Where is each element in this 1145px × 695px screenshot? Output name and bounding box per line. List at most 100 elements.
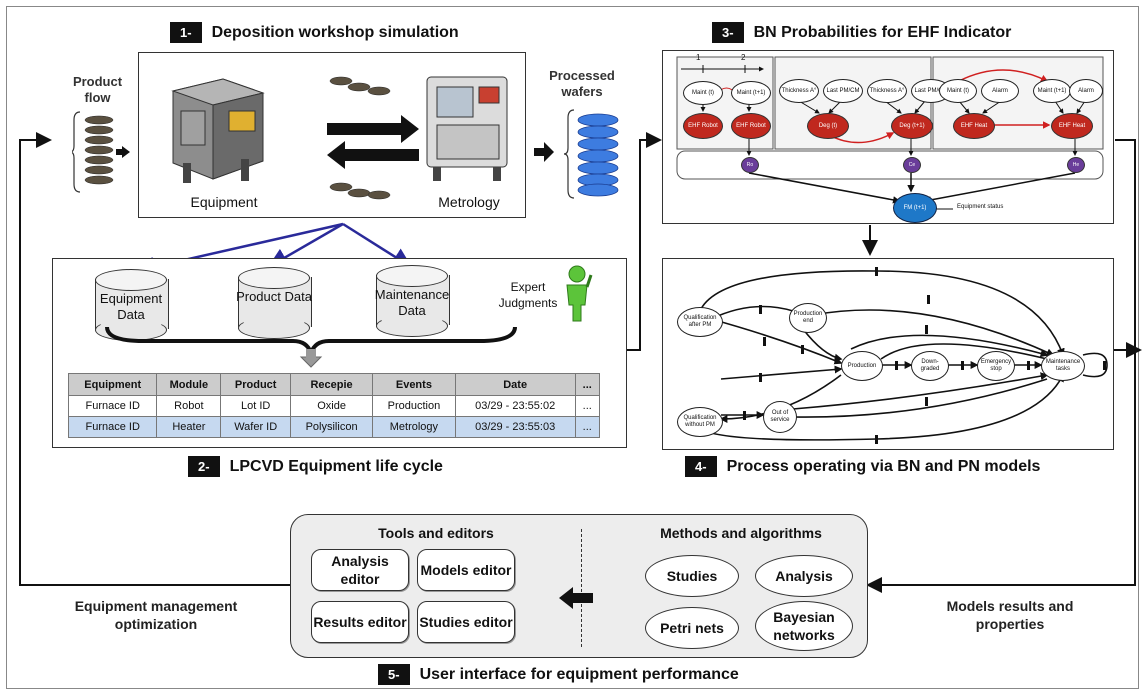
equipment-label: Equipment [190,194,258,210]
bn-node-ehf-heat-t1: EHF Heat [1051,113,1093,139]
merge-brace-icon [105,326,517,368]
table-cell: Polysilicon [290,416,374,438]
pn-place-emergency: Emergency stop [977,351,1015,381]
col-product: Product [220,373,292,396]
col-equipment: Equipment [67,373,158,396]
table-cell: Production [372,395,456,417]
table-cell: Metrology [372,416,456,438]
pn-place-prod-end: Production end [789,303,827,333]
models-editor-button[interactable]: Models editor [417,549,515,591]
slice-1-label: 1 [696,53,701,62]
methods-title: Methods and algorithms [660,525,822,541]
step-5-heading: 5- User interface for equipment performa… [378,664,739,685]
step-5-number: 5- [378,664,410,685]
step-2-heading: 2- LPCVD Equipment life cycle [188,456,443,477]
bn-node-thickness-t: Thickness A° [779,79,819,103]
exchange-arrows-icon [327,76,419,200]
panel-divider [581,529,582,647]
bn-node-maint-heater-t1: Maint (t+1) [1033,79,1071,103]
maintenance-data-db: Maintenance Data [375,265,450,337]
bayesian-networks-method[interactable]: Bayesian networks [755,601,853,651]
col-recepie: Recepie [290,373,374,396]
equipment-status-label: Equipment status [957,204,1004,210]
tools-title: Tools and editors [378,525,494,541]
bn-node-ehf-heat-t: EHF Heat [953,113,995,139]
right-loop-label: Models results and properties [946,598,1074,632]
metrology-label: Metrology [438,194,500,210]
lifecycle-box: Equipment Data Product Data Maintenance … [52,258,627,448]
bn-node-ce: Ce [903,157,921,173]
step-3-number: 3- [712,22,744,43]
processed-wafers-icon [563,109,619,199]
studies-method[interactable]: Studies [645,555,739,597]
table-row: Furnace ID Robot Lot ID Oxide Production… [67,395,601,417]
col-date: Date [454,373,576,396]
pn-box: Qualification after PM Production end Pr… [662,258,1114,450]
table-cell: ... [574,416,601,438]
product-data-label: Product Data [236,289,312,304]
table-cell: Heater [156,416,222,438]
pn-place-qual-after: Qualification after PM [677,307,723,337]
analysis-editor-button[interactable]: Analysis editor [311,549,409,591]
expert-person-icon [566,265,593,322]
step-2-title: LPCVD Equipment life cycle [229,457,443,475]
bn-node-thickness-t1: Thickness A° [867,79,907,103]
wafer-stack-input-icon [72,111,130,193]
table-cell: Lot ID [220,395,292,417]
table-cell: Robot [156,395,222,417]
step-1-heading: 1- Deposition workshop simulation [170,22,459,43]
bn-graph [676,56,1104,210]
results-editor-button[interactable]: Results editor [311,601,409,643]
table-cell: Oxide [290,395,374,417]
table-cell: 03/29 - 23:55:02 [454,395,576,417]
equipment-data-db: Equipment Data [95,269,169,341]
metrology-tool-image [426,76,508,181]
col-more: ... [574,373,601,396]
bn-node-deg-t: Deg (t) [807,113,849,139]
step-4-title: Process operating via BN and PN models [726,457,1041,475]
maintenance-data-label: Maintenance Data [374,287,450,318]
step-4-number: 4- [685,456,717,477]
bn-node-maint-t: Maint (t) [683,81,723,105]
step-3-title: BN Probabilities for EHF Indicator [753,23,1012,41]
output-arrow-icon [534,142,554,162]
product-flow-label: Product flow [72,74,123,105]
table-cell: Furnace ID [67,395,158,417]
equipment-data-label: Equipment Data [99,291,163,322]
col-events: Events [372,373,456,396]
table-cell: Wafer ID [220,416,292,438]
bn-box: 1 2 Maint (t) Maint (t+1) EHF Robot EHF … [662,50,1114,224]
bn-node-fm: FM (t+1) [893,193,937,223]
bn-node-alarm-t1: Alarm [1069,79,1103,103]
bn-node-maint-t1: Maint (t+1) [731,81,771,105]
pn-place-out-of-service: Out of service [763,401,797,433]
studies-editor-button[interactable]: Studies editor [417,601,515,643]
bn-node-deg-t1: Deg (t+1) [891,113,933,139]
analysis-method[interactable]: Analysis [755,555,853,597]
step-2-number: 2- [188,456,220,477]
table-cell: 03/29 - 23:55:03 [454,416,576,438]
bn-node-last-pm-t: Last PM/CM [823,79,863,103]
petri-nets-method[interactable]: Petri nets [645,607,739,649]
pn-place-downgraded: Down-graded [911,351,949,381]
processed-wafers-label: Processed wafers [549,68,615,99]
left-loop-label: Equipment management optimization [74,598,238,632]
step-3-heading: 3- BN Probabilities for EHF Indicator [712,22,1011,43]
table-row: Furnace ID Heater Wafer ID Polysilicon M… [67,416,601,438]
ui-left-arrow-icon [559,587,593,609]
step-1-number: 1- [170,22,202,43]
bn-node-he: He [1067,157,1085,173]
step-1-title: Deposition workshop simulation [211,23,459,41]
step-5-title: User interface for equipment performance [419,665,739,683]
user-interface-panel: Tools and editors Methods and algorithms… [290,514,868,658]
table-cell: Furnace ID [67,416,158,438]
bn-node-ehf-robot-t: EHF Robot [683,113,723,139]
expert-judgments-label: Expert Judgments [498,280,558,310]
pn-place-production: Production [841,351,883,381]
bn-node-maint-heater-t: Maint (t) [939,79,977,103]
col-module: Module [156,373,222,396]
step-4-heading: 4- Process operating via BN and PN model… [685,456,1040,477]
pn-place-maintenance: Maintenance tasks [1041,351,1085,381]
slice-2-label: 2 [741,53,746,62]
